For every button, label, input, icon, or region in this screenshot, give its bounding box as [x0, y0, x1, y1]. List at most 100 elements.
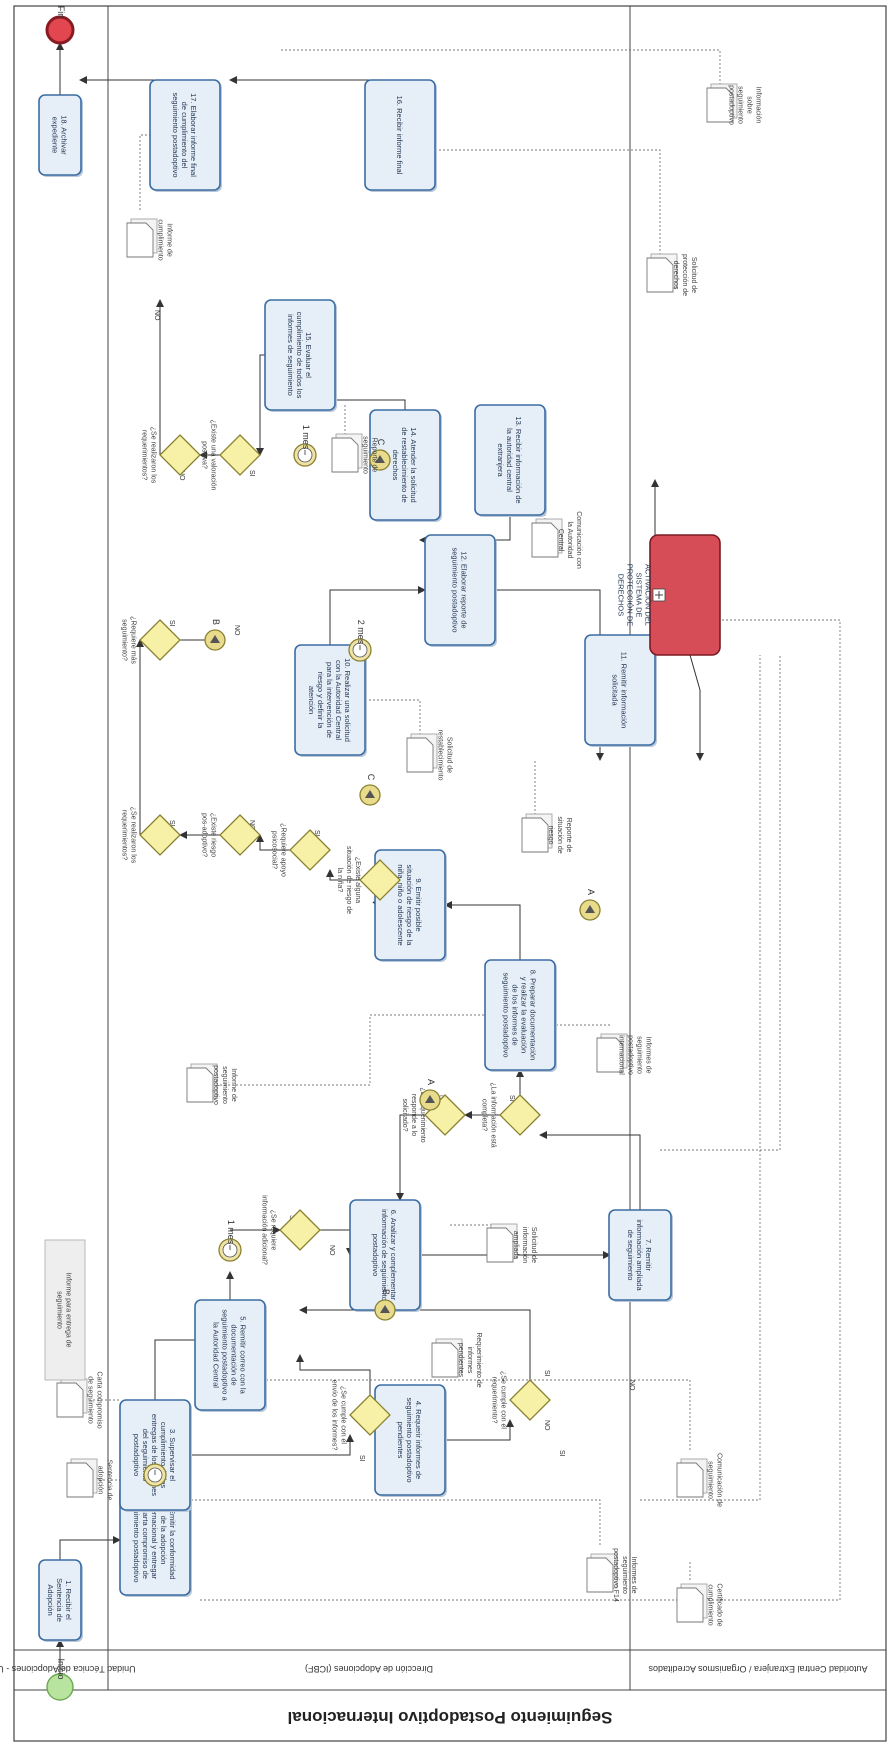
task16-box[interactable] [364, 79, 436, 191]
g7-label: ¿Requiere apoyopsicosocial? [271, 823, 287, 877]
data-association-4 [265, 1379, 691, 1450]
task7-box[interactable] [608, 1209, 672, 1301]
g6-label: ¿Existe algunasituación de riesgo dela n… [336, 846, 361, 914]
sequence-flow-25 [329, 586, 426, 645]
d9-document-icon[interactable] [521, 817, 549, 853]
d14-document-icon[interactable] [676, 1587, 704, 1623]
g10-label: ¿Requiere másseguimiento? [121, 616, 137, 664]
d2-document-icon[interactable] [56, 1382, 84, 1418]
d14-label: Certificado decumplimiento [707, 1583, 723, 1626]
g3-label: ¿Se requiereinformación adicional? [261, 1195, 277, 1265]
task17-box[interactable] [149, 79, 221, 191]
flow-label-15: NO [178, 470, 185, 481]
task14-box[interactable] [369, 409, 441, 521]
lA1-label: A [426, 1079, 436, 1085]
lB2-label: B [211, 619, 221, 625]
task15-box[interactable] [264, 299, 336, 411]
task4-box[interactable] [374, 1384, 446, 1496]
d12-document-icon[interactable] [331, 437, 359, 473]
task1-label: 1. Recibir elSentencia deAdopción [46, 1578, 73, 1622]
d12-label: Reporte deseguimiento [362, 436, 378, 474]
g7-gateway[interactable] [289, 829, 331, 871]
data-association-15 [435, 149, 661, 255]
d1-label: Sentencia deadopción [97, 1460, 113, 1501]
task1-box[interactable] [38, 1559, 82, 1641]
flow-label-16: SI [248, 470, 255, 477]
g2-gateway[interactable] [509, 1379, 551, 1421]
task2-label: 2. Emitir la conformidadde la adopciónin… [132, 1497, 177, 1582]
subprocess-label: ACTIVACIÓN DELSISTEMA DEPROTECCIÓN DEDER… [617, 564, 653, 627]
d7-document-icon[interactable] [186, 1067, 214, 1103]
process-nodes: 1. Recibir elSentencia deAdopción 2. Emit… [38, 6, 762, 1701]
flow-label-8: SI [508, 1095, 515, 1102]
task3-box[interactable] [119, 1399, 191, 1511]
d9-label: Reporte desituación deriesgo [547, 816, 572, 853]
d6-document-icon[interactable] [486, 1227, 514, 1263]
flow-label-6: NO [328, 1245, 335, 1256]
g12-gateway[interactable] [219, 434, 261, 476]
sequence-flow-21 [256, 834, 290, 851]
g10-gateway[interactable] [139, 619, 181, 661]
start-event[interactable] [46, 1673, 74, 1701]
end-event[interactable] [45, 15, 75, 45]
lane-label-uta: Unidad Técnica de Adopciones - UTA [0, 1664, 136, 1674]
task13-box[interactable] [474, 404, 546, 516]
task5-box[interactable] [194, 1299, 266, 1411]
d1-document-icon[interactable] [66, 1462, 94, 1498]
lC1-label: C [366, 774, 376, 781]
flow-label-19: SI [558, 1450, 565, 1457]
sequence-flow-37 [689, 654, 704, 761]
d3-label: Informes deseguimientopostadoptivo F14 [612, 1548, 637, 1602]
d16-document-icon[interactable] [706, 87, 734, 123]
lB2-arrow-icon [210, 635, 220, 643]
d5-document-icon[interactable] [431, 1342, 459, 1378]
task9-label: 9. Emitir posiblesituación de riesgo de … [396, 864, 423, 946]
flow-label-20: NO [628, 1380, 635, 1391]
g8-gateway[interactable] [219, 814, 261, 856]
flow-label-2: SI [358, 1455, 365, 1462]
g6-gateway[interactable] [359, 859, 401, 901]
d8-document-icon[interactable] [596, 1037, 624, 1073]
task10-box[interactable] [294, 644, 366, 756]
d10-document-icon[interactable] [406, 737, 434, 773]
d8-label: Informes deseguimientopostadoptivointern… [618, 1035, 652, 1075]
g5-label: ¿La información estácompleta? [481, 1082, 497, 1147]
g1-label: ¿Se cumple con elenvío de los informes? [331, 1380, 347, 1451]
data-association-19 [200, 619, 841, 1601]
g3-gateway[interactable] [279, 1209, 321, 1251]
task11-box[interactable] [584, 634, 656, 746]
annotation-label: Informe para entrega deseguimiento [56, 1272, 72, 1347]
g4-label: ¿El requerimientoresponde a losolicitado… [401, 1087, 426, 1142]
sequence-flow-5 [190, 1434, 354, 1456]
g11-gateway[interactable] [159, 434, 201, 476]
d13-document-icon[interactable] [126, 222, 154, 258]
subprocess-box[interactable] [649, 534, 721, 656]
start-label: Inicio [56, 1658, 66, 1679]
data-association-7 [220, 1014, 485, 1086]
g1-gateway[interactable] [349, 1394, 391, 1436]
sequence-flow-20 [326, 869, 360, 881]
g8-label: ¿Existe riesgopos-adoptivo? [201, 813, 217, 857]
d11-document-icon[interactable] [531, 522, 559, 558]
task6-label: 6. Analizar y complementarinformación de… [371, 1209, 398, 1301]
d4-document-icon[interactable] [676, 1462, 704, 1498]
task7-label: 7. Remitirinformación ampliadade seguimi… [626, 1219, 653, 1291]
task8-box[interactable] [484, 959, 556, 1071]
d11-label: Comunicación conla AutoridadCentral [557, 511, 582, 569]
g9-gateway[interactable] [139, 814, 181, 856]
task11-label: 11. Remitir informaciónsolicitada [611, 652, 629, 729]
g5-gateway[interactable] [499, 1094, 541, 1136]
lC2-arrow-icon [375, 455, 385, 463]
d4-label: Comunicación deseguimiento [707, 1453, 723, 1507]
d3-document-icon[interactable] [586, 1557, 614, 1593]
t3-label: 1 mes [301, 425, 311, 450]
task13-label: 13. Recibir información dela autoridad c… [496, 416, 523, 503]
data-association-16 [280, 49, 721, 85]
d15-document-icon[interactable] [646, 257, 674, 293]
task18-box[interactable] [38, 94, 82, 176]
task12-box[interactable] [424, 534, 496, 646]
lB1-label: B [381, 1289, 391, 1295]
t2-label: 1 mes [226, 1220, 236, 1245]
d16-label: Informaciónsobreseguimientopostadoptivo [728, 85, 762, 125]
